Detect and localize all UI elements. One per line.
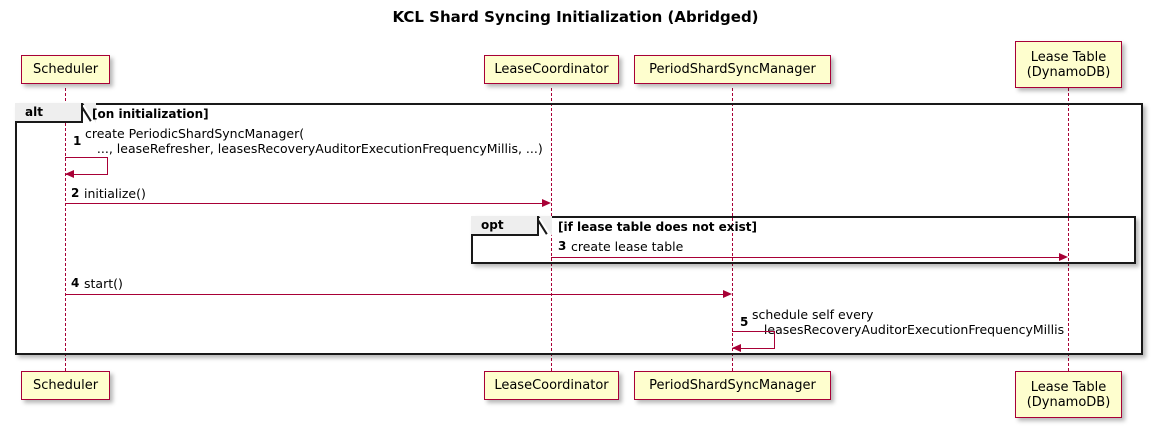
participant-leasetable-top[interactable]: Lease Table (DynamoDB) <box>1015 41 1122 88</box>
message-5-label-line1: schedule self every <box>752 307 874 322</box>
participant-leasecoordinator-bottom[interactable]: LeaseCoordinator <box>484 371 619 400</box>
message-3-label: create lease table <box>571 239 684 254</box>
diagram-title: KCL Shard Syncing Initialization (Abridg… <box>392 8 759 26</box>
message-3-arrowhead <box>1059 253 1068 261</box>
participant-label: PeriodShardSyncManager <box>649 62 816 77</box>
participant-periodshardsyncmanager-bottom[interactable]: PeriodShardSyncManager <box>634 371 831 400</box>
message-1-arrowhead <box>65 170 74 178</box>
participant-label: LeaseCoordinator <box>494 378 609 393</box>
message-2-arrowhead <box>542 199 551 207</box>
message-4-label: start() <box>84 276 123 291</box>
message-4-line <box>65 294 724 295</box>
alt-frame-tab-corner <box>83 103 96 123</box>
participant-label: Scheduler <box>32 378 99 393</box>
participant-periodshardsyncmanager-top[interactable]: PeriodShardSyncManager <box>634 55 831 84</box>
participant-label-line1: Lease Table <box>1030 49 1107 65</box>
participant-label: Scheduler <box>32 62 99 77</box>
participant-label-line2: (DynamoDB) <box>1026 64 1111 80</box>
participant-leasecoordinator-top[interactable]: LeaseCoordinator <box>484 55 619 84</box>
message-5-arrowhead <box>732 344 741 352</box>
participant-leasetable-bottom[interactable]: Lease Table (DynamoDB) <box>1015 371 1122 418</box>
alt-frame-condition: [on initialization] <box>92 107 209 121</box>
message-5-number: 5 <box>740 315 749 329</box>
participant-label-line1: Lease Table <box>1030 379 1107 395</box>
opt-frame-condition: [if lease table does not exist] <box>558 220 758 234</box>
opt-frame-tab: opt <box>471 216 539 236</box>
message-4-number: 4 <box>71 276 80 290</box>
message-3-line <box>551 257 1060 258</box>
message-1-self-loop <box>65 157 108 175</box>
message-3-number: 3 <box>558 239 567 253</box>
message-5-self-loop <box>732 331 775 349</box>
lifeline-scheduler <box>65 88 66 371</box>
message-2-line <box>65 203 543 204</box>
message-1-label-line2: ..., leaseRefresher, leasesRecoveryAudit… <box>85 141 543 156</box>
opt-frame-tab-diagonal <box>539 216 554 237</box>
message-4-arrowhead <box>723 290 732 298</box>
lifeline-periodshardsyncmanager <box>732 88 733 371</box>
participant-label-line2: (DynamoDB) <box>1026 394 1111 410</box>
alt-frame <box>15 103 1143 355</box>
message-5-label-line2: leasesRecoveryAuditorExecutionFrequencyM… <box>752 322 1065 337</box>
lifeline-leasetable <box>1068 88 1069 371</box>
opt-frame <box>471 216 1136 264</box>
alt-frame-tab-label: alt <box>25 105 43 119</box>
alt-frame-tab: alt <box>15 103 83 123</box>
opt-frame-tab-label: opt <box>481 218 504 232</box>
participant-scheduler-bottom[interactable]: Scheduler <box>21 371 110 400</box>
message-1-label-line1: create PeriodicShardSyncManager( <box>85 126 305 141</box>
message-2-label: initialize() <box>84 186 146 201</box>
participant-label: LeaseCoordinator <box>494 62 609 77</box>
opt-frame-tab-corner <box>539 216 552 236</box>
participant-scheduler-top[interactable]: Scheduler <box>21 55 110 84</box>
message-2-number: 2 <box>71 186 80 200</box>
participant-label: PeriodShardSyncManager <box>649 378 816 393</box>
message-1-number: 1 <box>73 134 82 148</box>
